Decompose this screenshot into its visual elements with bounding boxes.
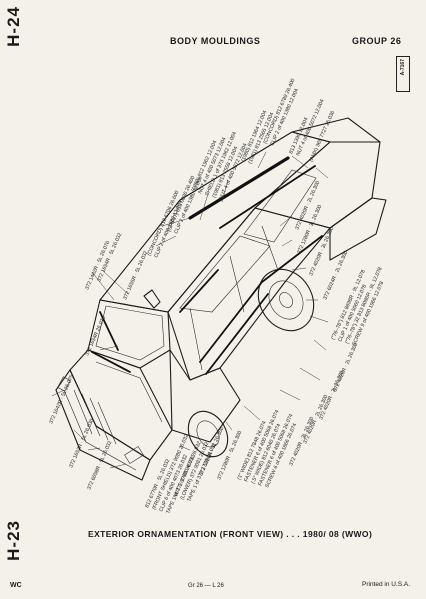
footer-printed: Printed in U.S.A. [362,581,411,588]
figure-caption: EXTERIOR ORNAMENTATION (FRONT VIEW) . . … [88,529,373,539]
reference-box: A-7167 [396,56,410,92]
callout-label: 372 6024R · 2L 26.300 [322,250,349,301]
car-illustration: 372 1462R · 5L 26.076 372 1654R · 5L 26.… [48,78,387,515]
callout-label: 372 1655R · 5L 26.032 [122,250,149,301]
leader-lines [51,151,329,469]
page-tab-top: H-24 [4,6,23,47]
moulding-strips [91,156,323,375]
footer-page-ref: Gr 26 — L 26 [188,583,224,589]
callout-label: 372 4020R · 3L 26.300 [308,226,335,277]
callout-labels: 372 1462R · 5L 26.076 372 1654R · 5L 26.… [48,78,385,515]
callout-label: 372 1652R · 5L 26.030 [68,418,95,469]
callout-label: 372 6058R · 5L 26.032 [86,440,113,491]
group-label: GROUP 26 [352,36,402,46]
page-tab-bottom: H-23 [4,520,23,561]
section-title: BODY MOULDINGS [170,36,261,46]
callout-label: 372 1654R 26.076 [84,315,107,357]
footer-left-code: WC [10,582,22,589]
